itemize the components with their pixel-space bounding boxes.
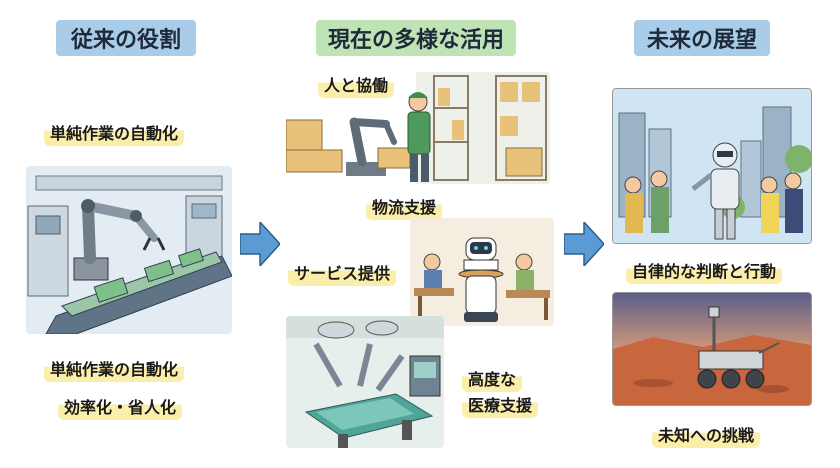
past-caption-bottom-1: 単純作業の自動化 [44,354,185,382]
future-caption-2: 未知への挑戦 [652,420,761,448]
present-label-logistics: 物流支援 [366,192,443,220]
header-present: 現在の多様な活用 [316,20,516,56]
arrow-past-to-present-icon [240,222,280,266]
planet-rover-illustration [612,292,812,406]
present-label-collab: 人と協働 [318,70,395,98]
present-label-service: サービス提供 [288,258,397,286]
service-illustration [410,218,554,326]
header-future: 未来の展望 [634,20,770,56]
future-caption-1: 自律的な判断と行動 [626,256,783,284]
medical-illustration [286,316,444,448]
present-label-medical-1: 高度な [462,364,523,392]
past-caption-bottom-2: 効率化・省人化 [58,392,183,420]
past-caption-top: 単純作業の自動化 [44,118,185,146]
present-label-medical-2: 医療支援 [462,390,539,418]
collab-illustration [286,72,550,184]
city-robot-illustration [612,88,812,244]
factory-illustration [26,166,232,334]
header-past: 従来の役割 [56,20,196,56]
arrow-present-to-future-icon [564,222,604,266]
